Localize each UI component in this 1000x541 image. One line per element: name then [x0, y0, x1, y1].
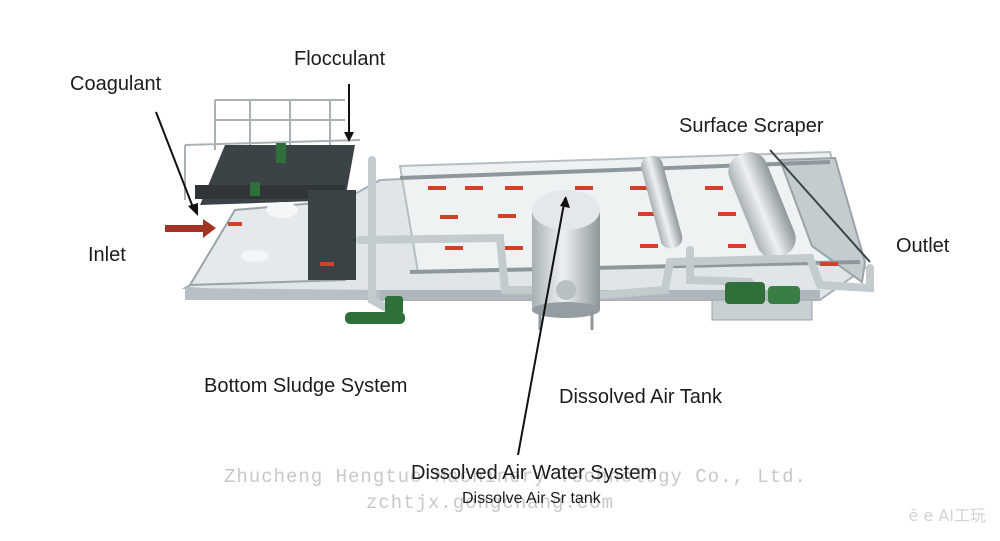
inlet-arrow-icon	[165, 219, 216, 238]
pipework	[356, 156, 874, 314]
inlet-label: Inlet	[88, 244, 126, 266]
watermark-site: zchtjx.gongchang.com	[366, 492, 615, 514]
flow-arrows	[228, 186, 838, 266]
dissolve-air-sr-tank-label: Dissolve Air Sr tank	[462, 490, 601, 507]
bottom-sludge-label: Bottom Sludge System	[204, 375, 408, 397]
outlet-label: Outlet	[896, 235, 950, 257]
flocculant-label: Flocculant	[294, 48, 386, 70]
surface-scraper-label: Surface Scraper	[679, 115, 824, 137]
dissolved-air-water-system-label: Dissolved Air Water System	[411, 462, 657, 484]
pump-units	[345, 282, 813, 324]
leader-lines	[155, 84, 570, 456]
dissolved-air-tank-vessel	[532, 190, 600, 330]
dissolved-air-tank-label: Dissolved Air Tank	[559, 386, 723, 408]
mixing-chamber	[184, 99, 361, 287]
scraper-drums	[640, 149, 871, 263]
watermark-company: Zhucheng Hengtuo Machinery Technology Co…	[224, 466, 807, 488]
coagulant-label: Coagulant	[70, 73, 162, 95]
corner-watermark: ē e AI工玩	[908, 506, 986, 525]
